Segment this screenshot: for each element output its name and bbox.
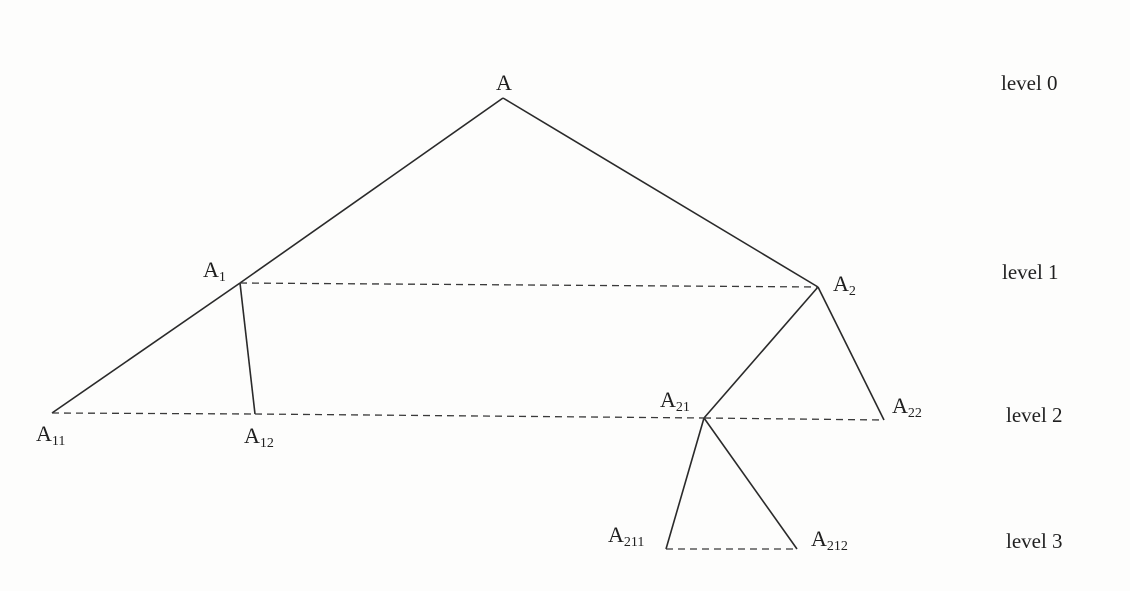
edge-A1-A12 [239, 282, 256, 415]
node-label-A: A [496, 70, 512, 95]
node-label-A21: A21 [660, 387, 690, 415]
dashed-edge-A1-A2 [239, 282, 819, 288]
node-label-A12: A12 [244, 423, 274, 451]
edge-A21-A211 [665, 417, 705, 550]
level-label-2: level 2 [1006, 403, 1063, 427]
dashed-edge-A12-A21 [254, 413, 705, 419]
edge-A2-A21 [703, 286, 819, 419]
dashed-edge-A11-A12 [51, 412, 256, 415]
node-label-A2: A2 [833, 271, 856, 299]
node-label-A22: A22 [892, 393, 922, 421]
edge-A1-A11 [51, 282, 241, 414]
node-label-A211: A211 [608, 522, 644, 550]
edge-A21-A212 [703, 417, 798, 550]
node-label-A1: A1 [203, 257, 226, 285]
level-label-1: level 1 [1002, 260, 1059, 284]
node-label-A11: A11 [36, 421, 65, 449]
edge-A-A1 [239, 97, 504, 284]
dashed-edge-A21-A22 [703, 417, 885, 421]
level-label-0: level 0 [1001, 71, 1058, 95]
edge-A2-A22 [817, 286, 885, 421]
level-label-3: level 3 [1006, 529, 1063, 553]
node-label-A212: A212 [811, 526, 848, 554]
edge-A-A2 [502, 97, 819, 288]
